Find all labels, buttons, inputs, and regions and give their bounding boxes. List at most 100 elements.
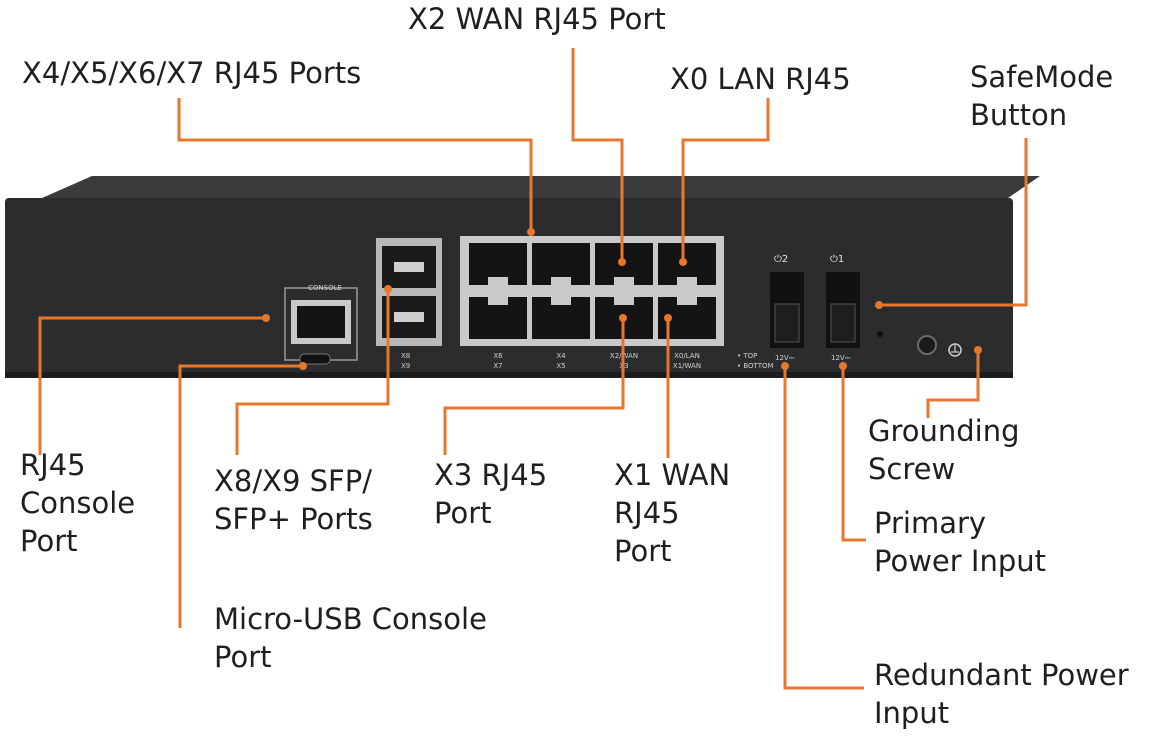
callout-safemode-line2: Button	[970, 98, 1068, 132]
redundant-power-rating: 12V⎓	[775, 354, 795, 362]
grounding-screw	[917, 335, 937, 355]
rj45-port-x5	[532, 297, 590, 339]
callout-micro-usb-line1: Micro-USB Console	[214, 602, 487, 636]
callout-x1-wan-line2: RJ45	[614, 496, 680, 530]
callout-rj45-console-line2: Console	[20, 486, 136, 520]
callout-redundant-power-line2: Input	[874, 696, 950, 730]
callout-x2-wan: X2 WAN RJ45 Port	[408, 0, 666, 38]
sfp-port-x8-inner	[394, 262, 424, 272]
redundant-power-plug	[774, 303, 800, 343]
leader-dot-x3	[619, 314, 627, 322]
callout-x1-wan-line1: X1 WAN	[614, 458, 731, 492]
leader-x4-x7	[177, 98, 533, 232]
leader-grounding	[926, 350, 980, 418]
primary-power-plug	[830, 303, 856, 343]
leader-dot-x4-x7	[527, 228, 535, 236]
rj45-jack-latch	[551, 277, 571, 285]
leader-dot-primary	[839, 362, 847, 370]
redundant-power-icon-label: ⏻2	[774, 254, 788, 265]
sfp-label-x8: X8	[401, 352, 410, 360]
rj45-jack-latch	[677, 277, 697, 285]
leader-dot-x0	[679, 258, 687, 266]
callout-rj45-console-line3: Port	[20, 524, 78, 558]
sfp-port-x9-inner	[394, 312, 424, 322]
sfp-label-x9: X9	[401, 362, 410, 370]
callout-redundant-power-line1: Redundant Power	[874, 658, 1129, 692]
leader-dot-ground	[974, 346, 982, 354]
rj45-jack-latch	[551, 297, 571, 305]
callout-x3-line1: X3 RJ45	[434, 458, 548, 492]
rj45-jack-latch	[488, 277, 508, 285]
leader-dot-sfp	[384, 285, 392, 293]
callout-safemode: SafeMode Button	[970, 58, 1113, 134]
rj45-jack-latch	[614, 297, 634, 305]
leader-safemode	[879, 138, 1028, 307]
port-label-1-top: X4	[556, 352, 566, 360]
callout-rj45-console: RJ45 Console Port	[20, 446, 135, 560]
rj45-port-group	[469, 243, 716, 339]
callout-x0-lan: X0 LAN RJ45	[670, 60, 851, 98]
callout-x8-x9-line2: SFP+ Ports	[214, 502, 373, 536]
callout-primary-power: Primary Power Input	[874, 504, 1046, 580]
leader-x3	[443, 318, 625, 455]
callout-redundant-power: Redundant Power Input	[874, 656, 1129, 732]
device-bottom-edge	[5, 372, 1013, 378]
port-label-0-top: X6	[493, 352, 503, 360]
rj45-console-port-jack	[297, 306, 345, 338]
rj45-port-x6	[469, 243, 527, 285]
micro-usb-console-port	[299, 353, 331, 365]
callout-safemode-line1: SafeMode	[970, 60, 1114, 94]
port-label-3-bottom: X1/WAN	[673, 362, 701, 370]
leader-dot-x2	[618, 258, 626, 266]
callout-x3-line2: Port	[434, 496, 492, 530]
rj45-port-x7	[469, 297, 527, 339]
device-top-surface	[42, 176, 1040, 198]
leader-redundant-power	[783, 366, 864, 690]
rj45-jack-latch	[614, 277, 634, 285]
leader-dot-safemode	[875, 301, 883, 309]
primary-power-icon-label: ⏻1	[830, 254, 844, 265]
callout-x0-lan-line1: X0 LAN RJ45	[670, 62, 851, 96]
callout-x1-wan-line3: Port	[614, 534, 672, 568]
rj45-port-x0	[658, 243, 716, 285]
ground-symbol-icon	[948, 343, 962, 357]
callout-grounding-line2: Screw	[868, 452, 956, 486]
orientation-bottom-label: • BOTTOM	[737, 362, 774, 370]
rj45-jack-latch	[488, 297, 508, 305]
leader-micro-usb	[178, 364, 303, 628]
rj45-port-x4	[532, 243, 590, 285]
callout-x8-x9: X8/X9 SFP/ SFP+ Ports	[214, 462, 373, 538]
callout-x8-x9-line1: X8/X9 SFP/	[214, 464, 372, 498]
leader-x2-wan	[571, 48, 624, 262]
callout-primary-power-line2: Power Input	[874, 544, 1046, 578]
callout-x3: X3 RJ45 Port	[434, 456, 547, 532]
primary-power-rating: 12V⎓	[831, 354, 851, 362]
callout-primary-power-line1: Primary	[874, 506, 987, 540]
callout-leaders	[38, 48, 1028, 690]
console-label: CONSOLE	[308, 284, 342, 292]
safemode-button	[877, 331, 883, 337]
leader-dot-console	[262, 314, 270, 322]
leader-x0-lan	[681, 98, 770, 262]
orientation-top-label: • TOP	[737, 352, 757, 360]
leader-rj45-console	[38, 316, 263, 455]
leader-dot-x1	[664, 314, 672, 322]
callout-grounding: Grounding Screw	[868, 412, 1020, 488]
port-label-3-top: X0/LAN	[674, 352, 700, 360]
callout-micro-usb: Micro-USB Console Port	[214, 600, 487, 676]
callout-x4-x7-line1: X4/X5/X6/X7 RJ45 Ports	[22, 56, 362, 90]
port-label-0-bottom: X7	[493, 362, 502, 370]
callout-rj45-console-line1: RJ45	[20, 448, 86, 482]
rj45-jack-latch	[677, 297, 697, 305]
callout-x2-wan-line1: X2 WAN RJ45 Port	[408, 2, 666, 36]
callout-micro-usb-line2: Port	[214, 640, 272, 674]
leader-dot-micro-usb	[299, 362, 307, 370]
callout-grounding-line1: Grounding	[868, 414, 1020, 448]
leader-x8-x9	[235, 289, 390, 455]
leader-primary-power	[841, 366, 866, 542]
callout-x1-wan: X1 WAN RJ45 Port	[614, 456, 730, 570]
leader-dot-redundant	[781, 362, 789, 370]
port-label-1-bottom: X5	[556, 362, 565, 370]
